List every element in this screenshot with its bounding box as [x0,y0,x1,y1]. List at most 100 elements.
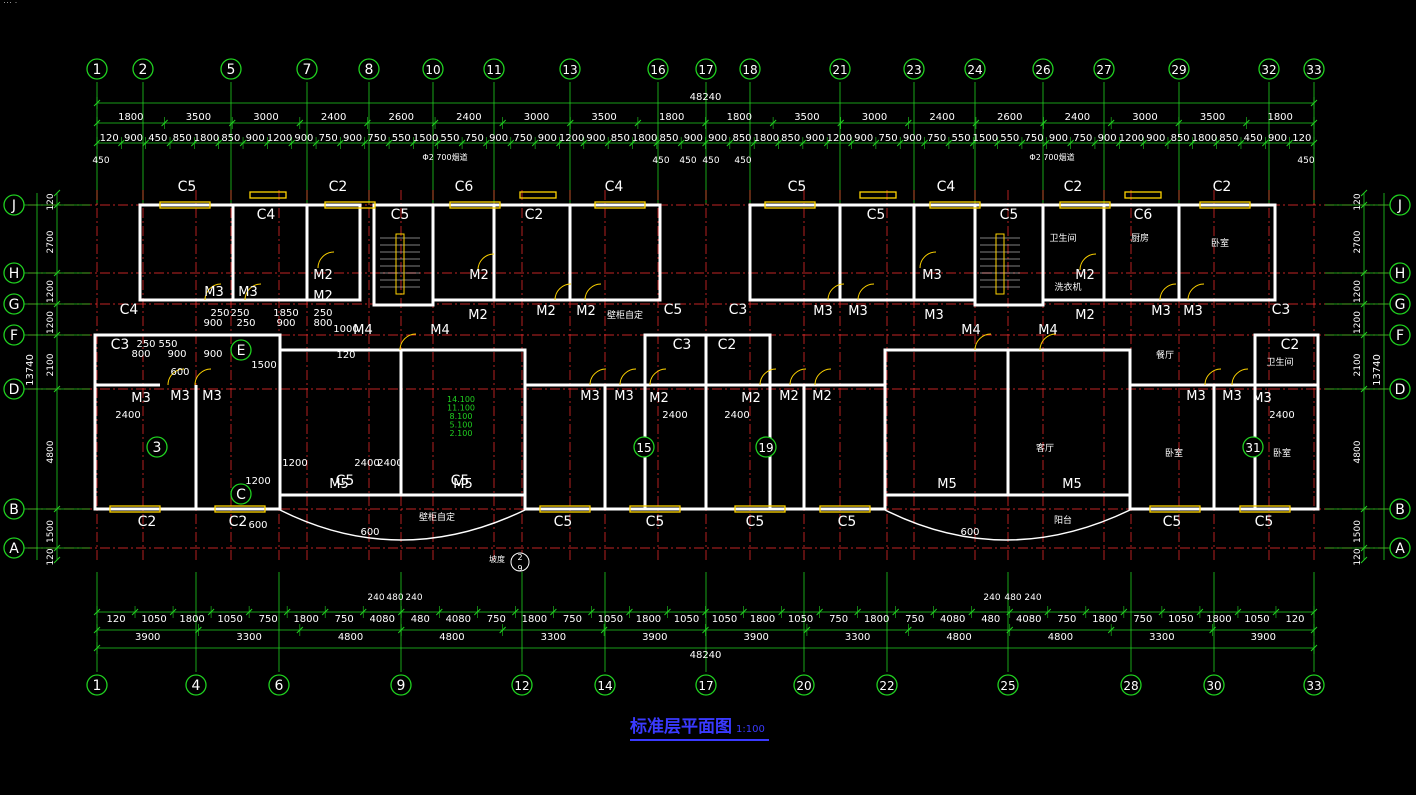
axis-bubble-bottom-6[interactable]: 6 [268,674,290,696]
dim-text: 900 [246,133,265,144]
dim-text: 1050 [1244,614,1269,625]
axis-bubble-right-G[interactable]: G [1389,293,1411,315]
dim-tick [53,201,61,209]
axis-bubble-label: 6 [275,678,284,694]
axis-bubble-bottom-17[interactable]: 17 [695,674,717,696]
axis-bubble-circle [86,674,108,696]
dim-text: 1050 [674,614,699,625]
window-label: C4 [937,179,956,195]
axis-bubble-top-26[interactable]: 26 [1032,58,1054,80]
dim-text: 900 [1146,133,1165,144]
axis-bubble-bottom-9[interactable]: 9 [390,674,412,696]
axis-bubble-top-24[interactable]: 24 [964,58,986,80]
axis-bubble-top-1[interactable]: 1 [86,58,108,80]
axis-bubble-label: D [1395,382,1406,398]
axis-bubble-right-A[interactable]: A [1389,537,1411,559]
dim-tick [1360,544,1368,552]
axis-bubble-top-23[interactable]: 23 [903,58,925,80]
axis-bubble-top-21[interactable]: 21 [829,58,851,80]
dim-text: 1800 [750,614,775,625]
axis-bubble-top-18[interactable]: 18 [739,58,761,80]
dim-text: 3500 [591,112,616,123]
door-label: M3 [614,389,634,404]
axis-bubble-label: 30 [1206,679,1221,693]
window-symbol [159,201,211,209]
axis-bubble-circle [146,436,168,458]
axis-bubble-bottom-28[interactable]: 28 [1120,674,1142,696]
dim-text: 3000 [253,112,278,123]
axis-bubble-top-29[interactable]: 29 [1168,58,1190,80]
axis-bubble-top-27[interactable]: 27 [1093,58,1115,80]
dim-text: 750 [319,133,338,144]
axis-bubble-circle [633,436,655,458]
axis-bubble-bottom-12[interactable]: 12 [511,674,533,696]
window-label: C5 [178,179,197,195]
door-label: M2 [649,391,669,406]
axis-bubble-left-A[interactable]: A [3,537,25,559]
axis-bubble-label: G [1395,297,1406,313]
axis-bubble-top-16[interactable]: 16 [647,58,669,80]
axis-bubble-internal-C[interactable]: C [230,483,252,505]
axis-bubble-internal-19[interactable]: 19 [755,436,777,458]
dim-text: 4800 [946,632,971,643]
door-swing [589,368,607,386]
room-label: 卧室 [1211,237,1229,249]
door-label: M3 [170,389,190,404]
axis-bubble-top-13[interactable]: 13 [559,58,581,80]
axis-bubble-top-11[interactable]: 11 [483,58,505,80]
axis-bubble-internal-E[interactable]: E [230,339,252,361]
axis-bubble-bottom-22[interactable]: 22 [876,674,898,696]
dim-text: 850 [1171,133,1190,144]
axis-bubble-internal-15[interactable]: 15 [633,436,655,458]
axis-bubble-bottom-25[interactable]: 25 [997,674,1019,696]
axis-bubble-label: 8 [365,62,374,78]
axis-bubble-right-H[interactable]: H [1389,262,1411,284]
axis-bubble-label: 33 [1306,63,1321,77]
small-dim-text: 1200 [245,476,270,487]
dim-text: 750 [563,614,582,625]
window-label: C3 [1272,302,1291,318]
axis-bubble-top-17[interactable]: 17 [695,58,717,80]
door-label: M2 [1075,308,1095,323]
axis-bubble-left-G[interactable]: G [3,293,25,315]
axis-bubble-bottom-14[interactable]: 14 [594,674,616,696]
axis-bubble-right-B[interactable]: B [1389,498,1411,520]
axis-bubble-left-B[interactable]: B [3,498,25,520]
dim-text: 3300 [236,632,261,643]
window-symbol [1059,201,1111,209]
axis-bubble-top-8[interactable]: 8 [358,58,380,80]
window-label: C4 [257,207,276,223]
axis-bubble-right-F[interactable]: F [1389,324,1411,346]
axis-bubble-circle [511,674,533,696]
axis-bubble-top-32[interactable]: 32 [1258,58,1280,80]
door-label: M2 [536,304,556,319]
dim-text: 550 [1000,133,1019,144]
door-swing [759,368,777,386]
axis-bubble-internal-31[interactable]: 31 [1242,436,1264,458]
dim-text: 1800 [754,133,779,144]
axis-bubble-top-10[interactable]: 10 [422,58,444,80]
door-label: M3 [922,268,942,283]
axis-bubble-left-H[interactable]: H [3,262,25,284]
axis-bubble-right-D[interactable]: D [1389,378,1411,400]
axis-bubble-right-J[interactable]: J [1389,194,1411,216]
axis-bubble-top-2[interactable]: 2 [132,58,154,80]
axis-bubble-internal-3[interactable]: 3 [146,436,168,458]
axis-bubble-bottom-33[interactable]: 33 [1303,674,1325,696]
small-dim-text: 2400 [724,410,749,421]
axis-bubble-left-J[interactable]: J [3,194,25,216]
axis-bubble-top-7[interactable]: 7 [296,58,318,80]
axis-bubble-bottom-1[interactable]: 1 [86,674,108,696]
axis-bubble-bottom-20[interactable]: 20 [793,674,815,696]
door-swing [814,368,832,386]
axis-bubble-left-D[interactable]: D [3,378,25,400]
dim-text: 2100 [46,353,56,376]
axis-bubble-bottom-30[interactable]: 30 [1203,674,1225,696]
axis-bubble-bottom-4[interactable]: 4 [185,674,207,696]
axis-bubble-left-F[interactable]: F [3,324,25,346]
axis-bubble-top-5[interactable]: 5 [220,58,242,80]
axis-bubble-top-33[interactable]: 33 [1303,58,1325,80]
dim-text: 1800 [293,614,318,625]
